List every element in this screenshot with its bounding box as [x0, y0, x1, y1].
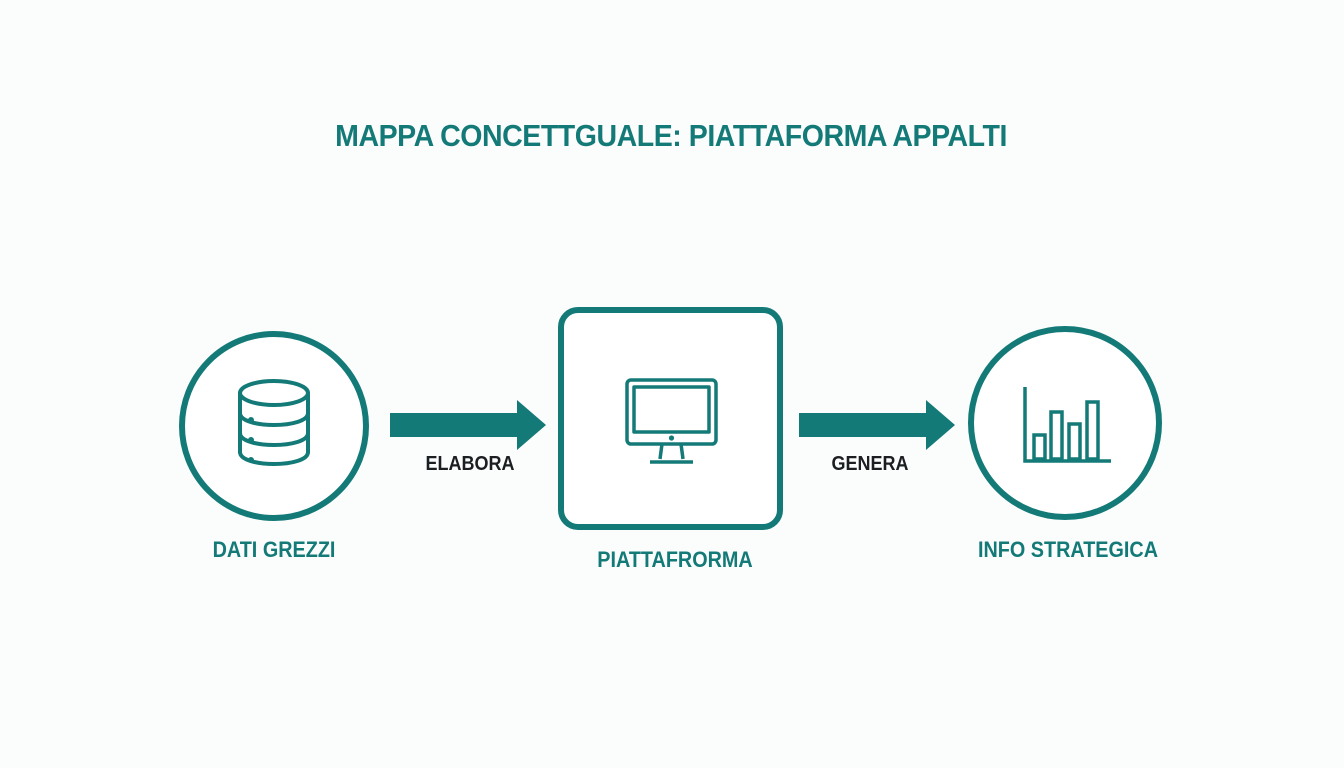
node-label-strategic-info: INFO STRATEGICA: [977, 537, 1159, 562]
edge-label-genera: GENERA: [831, 453, 909, 475]
node-label-raw-data: DATI GREZZI: [212, 537, 336, 562]
edge-label-elabora: ELABORA: [425, 453, 515, 475]
node-label-platform: PIATTAFRORMA: [597, 547, 753, 572]
diagram-title: MAPPA CONCETTGUALE: PIATTAFORMA APPALTI: [335, 118, 1007, 153]
monitor-icon: [625, 378, 718, 464]
node-raw-data: [179, 331, 369, 521]
node-platform: [558, 307, 783, 530]
arrow-elabora: [390, 400, 546, 450]
database-icon: [238, 379, 310, 466]
node-strategic-info: [968, 326, 1162, 520]
arrow-genera: [799, 400, 955, 450]
bar-chart-icon: [1023, 387, 1111, 463]
